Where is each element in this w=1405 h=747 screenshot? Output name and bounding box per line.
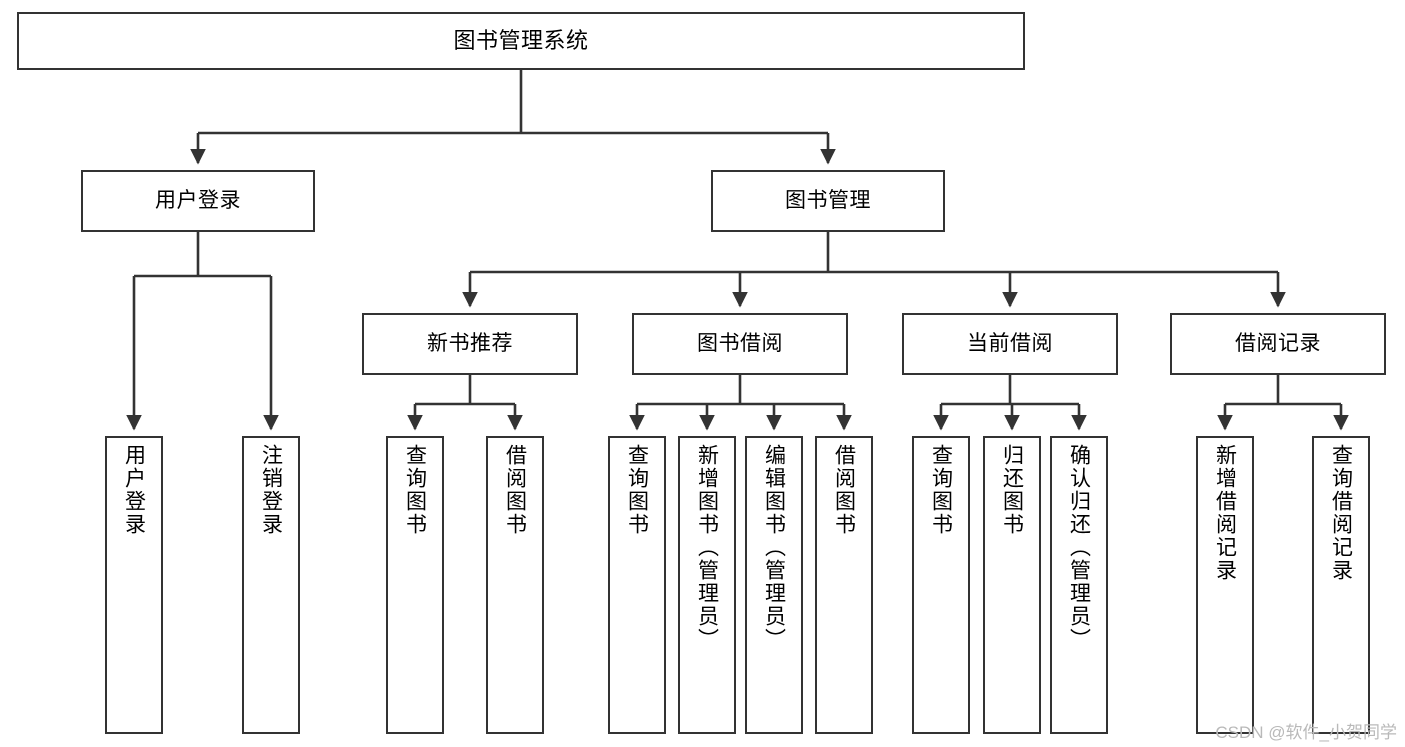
- leaf-add-borrow-record-label: 新增借阅记录: [1213, 444, 1237, 582]
- watermark: CSDN @软件_小贺同学: [1215, 723, 1397, 742]
- node-root[interactable]: 图书管理系统: [17, 12, 1025, 70]
- node-book-borrow[interactable]: 图书借阅: [632, 313, 848, 375]
- node-new-book-recommend[interactable]: 新书推荐: [362, 313, 578, 375]
- leaf-user-login[interactable]: 用户登录: [105, 436, 163, 734]
- leaf-query-borrow-record[interactable]: 查询借阅记录: [1312, 436, 1370, 734]
- leaf-user-login-label: 用户登录: [122, 444, 146, 536]
- node-user-login-label: 用户登录: [155, 189, 241, 213]
- leaf-add-book-admin-label: 新增图书（管理员）: [695, 444, 719, 651]
- leaf-logout-label: 注销登录: [259, 444, 283, 536]
- leaf-query-book-newbook-label: 查询图书: [403, 444, 427, 536]
- leaf-borrow-book-borrow[interactable]: 借阅图书: [815, 436, 873, 734]
- leaf-query-borrow-record-label: 查询借阅记录: [1329, 444, 1353, 582]
- leaf-add-book-admin[interactable]: 新增图书（管理员）: [678, 436, 736, 734]
- leaf-add-borrow-record[interactable]: 新增借阅记录: [1196, 436, 1254, 734]
- node-user-login[interactable]: 用户登录: [81, 170, 315, 232]
- node-new-book-recommend-label: 新书推荐: [427, 332, 513, 356]
- node-book-borrow-label: 图书借阅: [697, 332, 783, 356]
- leaf-confirm-return-admin-label: 确认归还（管理员）: [1067, 444, 1091, 651]
- leaf-borrow-book-borrow-label: 借阅图书: [832, 444, 856, 536]
- node-current-borrow[interactable]: 当前借阅: [902, 313, 1118, 375]
- leaf-edit-book-admin-label: 编辑图书（管理员）: [762, 444, 786, 651]
- leaf-return-book[interactable]: 归还图书: [983, 436, 1041, 734]
- leaf-confirm-return-admin[interactable]: 确认归还（管理员）: [1050, 436, 1108, 734]
- node-borrow-records-label: 借阅记录: [1235, 332, 1321, 356]
- leaf-return-book-label: 归还图书: [1000, 444, 1024, 536]
- node-borrow-records[interactable]: 借阅记录: [1170, 313, 1386, 375]
- leaf-logout[interactable]: 注销登录: [242, 436, 300, 734]
- leaf-query-book-borrow-label: 查询图书: [625, 444, 649, 536]
- leaf-borrow-book-newbook[interactable]: 借阅图书: [486, 436, 544, 734]
- node-current-borrow-label: 当前借阅: [967, 332, 1053, 356]
- leaf-edit-book-admin[interactable]: 编辑图书（管理员）: [745, 436, 803, 734]
- node-book-management[interactable]: 图书管理: [711, 170, 945, 232]
- leaf-query-book-borrow[interactable]: 查询图书: [608, 436, 666, 734]
- node-root-label: 图书管理系统: [453, 27, 589, 53]
- node-book-management-label: 图书管理: [785, 189, 871, 213]
- leaf-query-book-newbook[interactable]: 查询图书: [386, 436, 444, 734]
- leaf-borrow-book-newbook-label: 借阅图书: [503, 444, 527, 536]
- leaf-query-book-current[interactable]: 查询图书: [912, 436, 970, 734]
- leaf-query-book-current-label: 查询图书: [929, 444, 953, 536]
